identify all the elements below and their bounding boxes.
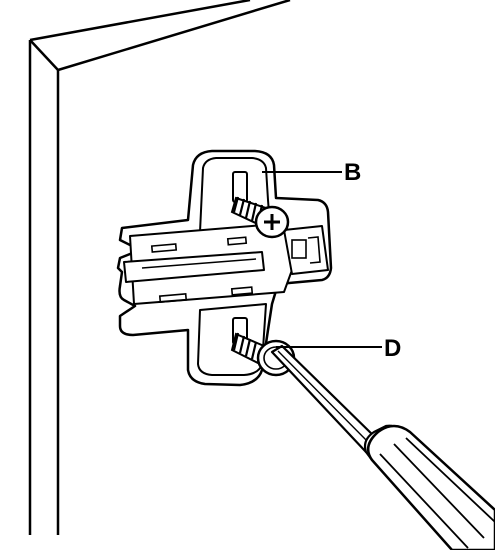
plate-slot-lower-left xyxy=(158,293,188,303)
screwdriver-shaft-line xyxy=(277,350,373,447)
plate-slot-upper-right xyxy=(226,236,248,246)
panel-top-edge xyxy=(29,0,251,42)
callout-d: D xyxy=(276,335,401,362)
panel-corner xyxy=(29,39,59,71)
plate-channel xyxy=(123,251,265,283)
cabinet-panel xyxy=(28,0,291,535)
callout-d-label: D xyxy=(384,335,401,362)
plate-hole-upper xyxy=(232,171,248,203)
panel-front-top-edge xyxy=(57,0,291,72)
plate-clip-window xyxy=(291,239,307,259)
screw-b xyxy=(230,196,290,239)
callout-b-label: B xyxy=(344,159,361,186)
screwdriver-handle-grip xyxy=(379,437,495,549)
screw-b-cross-icon xyxy=(264,214,280,230)
screwdriver-handle xyxy=(366,424,495,550)
plate-channel-line xyxy=(141,258,257,269)
screw-b-thread xyxy=(232,196,264,225)
screw-d-thread xyxy=(232,332,258,360)
plate-slot-upper-left xyxy=(150,243,178,253)
mounting-plate xyxy=(116,149,333,387)
plate-clip-detail xyxy=(307,236,321,264)
screwdriver xyxy=(270,344,495,550)
plate-slot-lower-right xyxy=(230,286,254,296)
callout-b: B xyxy=(262,159,361,186)
